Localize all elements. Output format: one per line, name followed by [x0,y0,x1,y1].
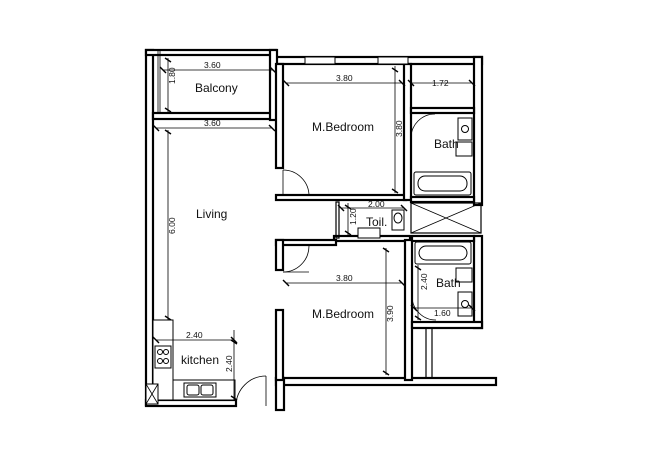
bedroom-bottom: 3.80 3.90 M.Bedroom [274,238,414,382]
bath-top-wall [409,106,476,115]
kitchen-depth: 2.40 [224,355,234,372]
kitchen-label: kitchen [181,353,219,367]
bath-bottom-label: Bath [436,276,461,290]
toilet: 2.00 1.20 Toil. [332,199,412,243]
right-wall-top [472,55,484,207]
living-width: 3.60 [204,118,221,128]
bottom-wall-return [274,376,286,412]
bath-bottom-bottom-wall [410,320,484,330]
bath-bottom: 2.40 1.60 Bath [410,234,484,330]
bath-top-bottom-wall [409,195,476,204]
bedroom-bottom-right-wall [403,238,414,382]
bath-bottom-width: 1.60 [434,308,451,318]
balcony-width: 3.60 [204,60,221,70]
bedroom-top-label: M.Bedroom [312,120,374,134]
bath-top-width: 1.72 [432,78,449,88]
bath-top-label: Bath [434,137,459,151]
left-wall [144,48,155,407]
bedroom-bottom-left-wall-lower [274,308,285,382]
bedroom-bottom-left-wall [274,238,285,272]
living: 3.60 6.00 Living [152,118,276,321]
bedroom-top-bottom-wall [274,193,408,202]
bedroom-bottom-top-wall [274,238,338,247]
bath-bottom-depth: 2.40 [419,273,429,290]
living-depth: 6.00 [167,217,177,234]
bedroom-bottom-label: M.Bedroom [312,307,374,321]
bath-bottom-top-wall [410,234,476,243]
bottom-wall-right [274,376,498,387]
kitchen: 2.40 2.40 kitchen [145,319,267,407]
balcony: 3.60 1.80 Balcony [151,48,279,122]
living-label: Living [196,207,227,221]
toilet-depth: 1.20 [348,208,358,225]
right-wall-bottom [472,234,484,330]
balcony-label: Balcony [195,81,238,95]
toilet-width: 2.00 [368,199,385,209]
balcony-top-wall [144,48,278,57]
bedroom-top-left-wall [274,62,285,170]
projection [425,321,433,379]
bedroom-bottom-depth: 3.90 [385,305,395,322]
shaft [410,202,482,234]
toilet-label: Toil. [366,215,387,229]
bedroom-bottom-width: 3.80 [336,273,353,283]
bottom-wall-left [144,398,238,408]
bath-top: 1.72 Bath [407,78,476,204]
bedroom-top-depth: 3.80 [394,120,404,137]
bedroom-top: 3.80 3.80 M.Bedroom [274,56,413,202]
bedroom-top-width: 3.80 [336,73,353,83]
kitchen-width: 2.40 [186,330,203,340]
bedroom-top-right-wall [402,62,413,202]
balcony-depth: 1.80 [167,67,177,84]
